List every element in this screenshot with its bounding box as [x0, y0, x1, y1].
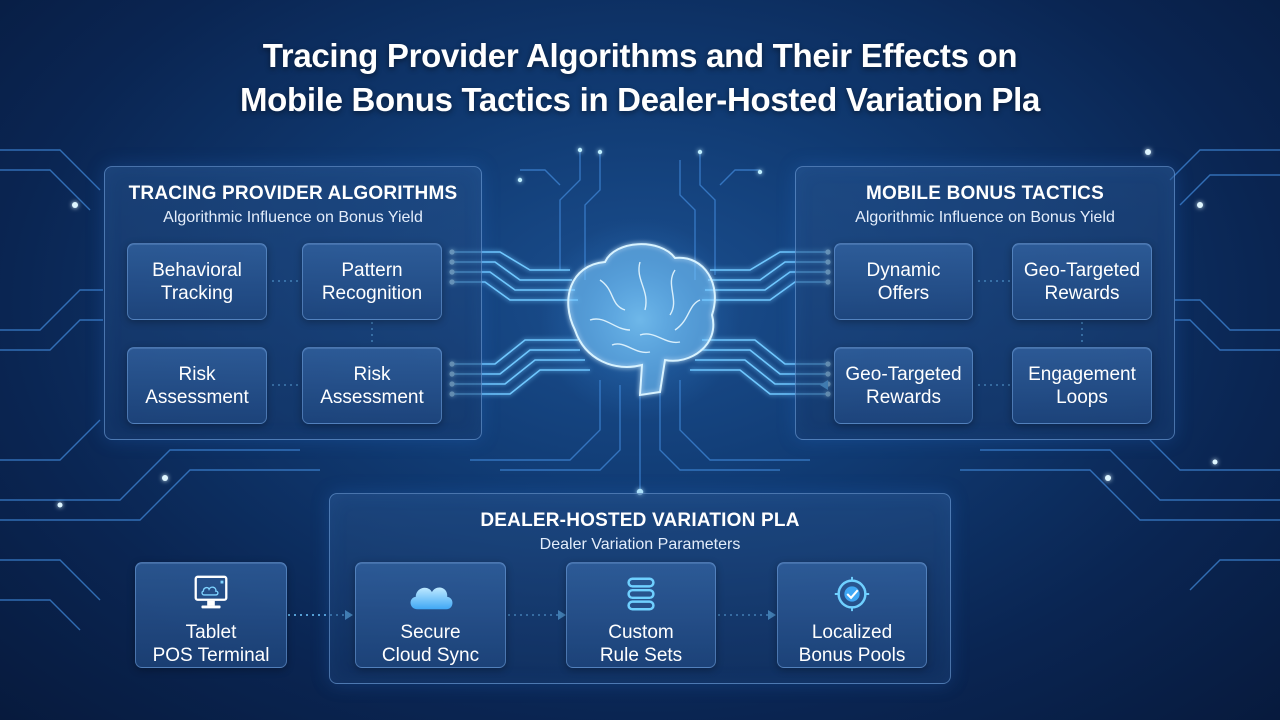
pattern-recognition-box: Pattern Recognition	[302, 243, 442, 320]
tablet-pos-terminal-box: Tablet POS Terminal	[135, 562, 287, 668]
title-line-1: Tracing Provider Algorithms and Their Ef…	[262, 37, 1018, 74]
secure-cloud-sync-box: Secure Cloud Sync	[355, 562, 506, 668]
risk-assessment-box-2: Risk Assessment	[302, 347, 442, 424]
box-label: Behavioral Tracking	[152, 259, 242, 304]
box-label: Secure Cloud Sync	[381, 622, 480, 666]
box-label: Geo-Targeted Rewards	[845, 363, 962, 408]
box-label: Custom Rule Sets	[599, 622, 683, 666]
box-label: Dynamic Offers	[866, 259, 941, 304]
panel-title: DEALER-HOSTED VARIATION PLA	[480, 510, 800, 531]
page-title: Tracing Provider Algorithms and Their Ef…	[0, 34, 1280, 122]
box-label: Geo-Targeted Rewards	[1023, 259, 1141, 304]
custom-rule-sets-box: Custom Rule Sets	[566, 562, 716, 668]
box-label: Localized Bonus Pools	[798, 622, 906, 666]
brain-icon	[540, 220, 740, 420]
box-label: Risk Assessment	[145, 363, 249, 408]
engagement-loops-box: Engagement Loops	[1012, 347, 1152, 424]
panel-subtitle: Dealer Variation Parameters	[539, 536, 741, 553]
box-label: Tablet POS Terminal	[152, 622, 270, 666]
tablet-monitor-icon	[194, 575, 228, 609]
behavioral-tracking-box: Behavioral Tracking	[127, 243, 267, 320]
panel-title: MOBILE BONUS TACTICS	[866, 183, 1104, 204]
box-label: Engagement Loops	[1028, 363, 1136, 408]
panel-subtitle: Algorithmic Influence on Bonus Yield	[855, 209, 1115, 226]
geo-targeted-rewards-box: Geo-Targeted Rewards	[1012, 243, 1152, 320]
box-label: Pattern Recognition	[321, 259, 423, 304]
localized-bonus-pools-box: Localized Bonus Pools	[777, 562, 927, 668]
stacked-layers-icon	[627, 577, 655, 611]
title-line-2: Mobile Bonus Tactics in Dealer-Hosted Va…	[239, 81, 1041, 118]
panel-subtitle: Algorithmic Influence on Bonus Yield	[163, 209, 423, 226]
box-label: Risk Assessment	[320, 363, 424, 408]
dynamic-offers-box: Dynamic Offers	[834, 243, 973, 320]
cloud-icon	[410, 587, 452, 610]
panel-title: TRACING PROVIDER ALGORITHMS	[128, 183, 458, 204]
risk-assessment-box: Risk Assessment	[127, 347, 267, 424]
geo-targeted-rewards-box-2: Geo-Targeted Rewards	[834, 347, 973, 424]
bonus-coin-icon	[834, 576, 870, 612]
